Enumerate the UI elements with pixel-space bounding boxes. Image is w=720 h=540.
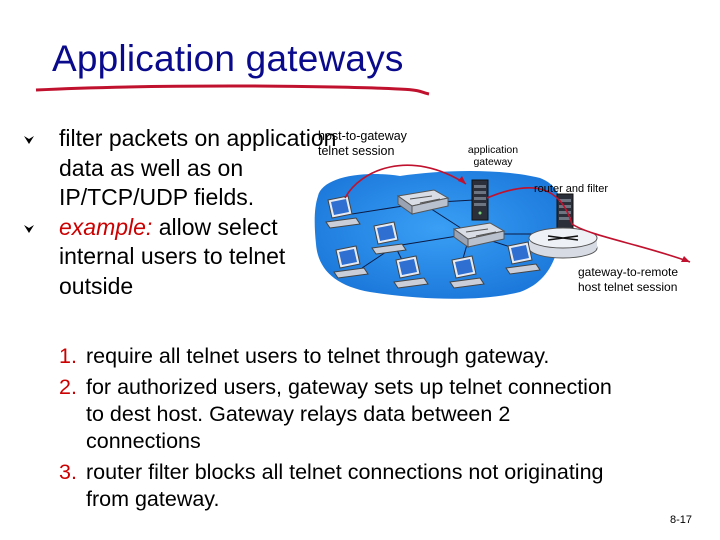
bullet-text: allow select internal users to telnet ou… bbox=[59, 213, 286, 299]
step-list: 1. require all telnet users to telnet th… bbox=[59, 343, 619, 513]
label-line: gateway-to-remote bbox=[578, 265, 679, 279]
bullet-icon bbox=[24, 224, 34, 233]
step-item: 3. router filter blocks all telnet conne… bbox=[59, 459, 619, 513]
step-number: 3. bbox=[59, 460, 77, 484]
computer-icon bbox=[333, 245, 369, 279]
step-item: 2. for authorized users, gateway sets up… bbox=[59, 374, 619, 455]
application-gateway-label: application gateway bbox=[458, 144, 528, 168]
computer-icon bbox=[449, 255, 485, 289]
bullet-item: filter packets on application data as we… bbox=[22, 124, 342, 213]
router-icon bbox=[528, 227, 598, 259]
switch-icon bbox=[452, 222, 506, 248]
bullet-item: example: allow select internal users to … bbox=[22, 213, 342, 302]
label-line: application bbox=[467, 144, 519, 156]
bullet-list: filter packets on application data as we… bbox=[22, 124, 342, 301]
computer-icon bbox=[325, 195, 361, 229]
slide-title: Application gateways bbox=[52, 38, 404, 79]
step-item: 1. require all telnet users to telnet th… bbox=[59, 343, 619, 370]
bullet-prefix: example: bbox=[59, 213, 153, 240]
computer-icon bbox=[505, 241, 541, 275]
gateway-to-remote-arrow bbox=[486, 186, 691, 263]
switch-icon bbox=[396, 189, 450, 215]
label-line: host telnet session bbox=[578, 280, 678, 294]
host-to-gateway-label: host-to-gateway telnet session bbox=[318, 129, 407, 159]
gateway-server-icon bbox=[471, 179, 489, 221]
label-line: telnet session bbox=[318, 144, 395, 158]
computer-icon bbox=[371, 221, 407, 255]
bullet-text: filter packets on application data as we… bbox=[59, 125, 337, 210]
label-line: gateway bbox=[473, 156, 513, 168]
label-line: host-to-gateway bbox=[318, 129, 407, 143]
gateway-to-remote-label: gateway-to-remote host telnet session bbox=[578, 265, 678, 295]
step-text: router filter blocks all telnet connecti… bbox=[86, 460, 604, 511]
step-text: require all telnet users to telnet throu… bbox=[86, 344, 550, 368]
host-to-gateway-arrow bbox=[344, 164, 467, 199]
step-number: 1. bbox=[59, 344, 77, 368]
step-text: for authorized users, gateway sets up te… bbox=[86, 375, 612, 453]
step-number: 2. bbox=[59, 375, 77, 399]
network-diagram bbox=[314, 164, 691, 299]
network-cloud bbox=[314, 171, 563, 299]
router-label: router and filter bbox=[534, 183, 608, 195]
computer-icon bbox=[393, 255, 429, 289]
slide-number: 8-17 bbox=[669, 514, 692, 526]
bullet-icon bbox=[24, 136, 34, 144]
title-underline bbox=[35, 84, 430, 96]
